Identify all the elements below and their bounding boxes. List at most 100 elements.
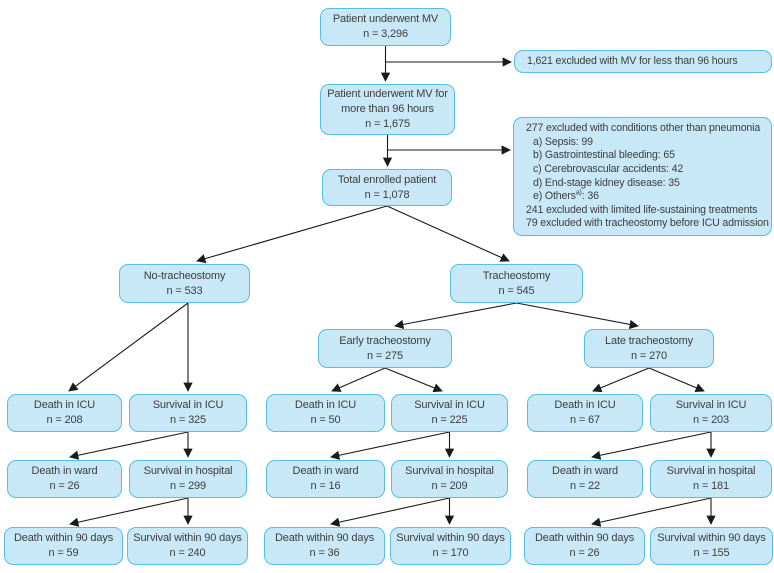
node-count: n = 299 — [170, 480, 206, 492]
node-mv-more-96h: Patient underwent MV for more than 96 ho… — [320, 84, 455, 135]
node-count: n = 225 — [431, 414, 468, 426]
footnote-marker: a) — [575, 189, 582, 197]
node-tracheostomy: Tracheostomy n = 545 — [450, 264, 583, 303]
node-no-trach-death-ward: Death in ward n = 26 — [7, 460, 122, 498]
flow-connector — [386, 205, 510, 262]
node-early-survival-icu: Survival in ICU n = 225 — [391, 394, 508, 432]
node-label: Death in ward — [31, 465, 98, 477]
node-late-death-90d: Death within 90 days n = 26 — [524, 527, 645, 565]
node-early-death-icu: Death in ICU n = 50 — [266, 394, 385, 432]
node-count: n = 1,078 — [364, 188, 410, 201]
node-excluded-mv-less-96h: 1,621 excluded with MV for less than 96 … — [514, 50, 772, 73]
node-no-trach-death-90d: Death within 90 days n = 59 — [4, 527, 123, 565]
node-count: n = 270 — [631, 349, 667, 362]
flow-connector — [394, 302, 517, 330]
node-count: n = 67 — [570, 414, 600, 426]
exclusion-footer: 79 excluded with tracheostomy before ICU… — [526, 217, 769, 230]
node-count: n = 181 — [693, 480, 729, 492]
node-count: n = 545 — [498, 284, 535, 297]
node-label: Survival within 90 days — [133, 532, 242, 544]
node-early-death-ward: Death in ward n = 16 — [266, 460, 385, 498]
node-late-survival-hospital: Survival in hospital n = 181 — [650, 460, 772, 498]
exclusion-footer: 241 excluded with limited life-sustainin… — [526, 203, 758, 216]
flow-connector — [331, 367, 386, 392]
node-late-survival-90d: Survival within 90 days n = 155 — [650, 527, 773, 565]
node-count: n = 533 — [166, 284, 203, 297]
node-early-survival-90d: Survival within 90 days n = 170 — [390, 527, 511, 565]
node-no-trach-survival-hospital: Survival in hospital n = 299 — [129, 460, 247, 498]
node-count: n = 208 — [46, 414, 83, 426]
node-label: Death in ICU — [554, 399, 616, 411]
exclusion-item: c) Cerebrovascular accidents: 42 — [533, 162, 684, 175]
node-no-trach-survival-icu: Survival in ICU n = 325 — [129, 394, 247, 432]
node-label: Survival within 90 days — [396, 532, 505, 544]
node-label: Death within 90 days — [13, 532, 114, 544]
node-count: n = 1,675 — [365, 118, 410, 130]
node-count: n = 3,296 — [363, 28, 408, 40]
exclusion-item: a) Sepsis: 99 — [533, 135, 593, 148]
node-label: Death in ward — [552, 465, 618, 477]
node-no-trach-survival-90d: Survival within 90 days n = 240 — [127, 527, 248, 565]
node-label: Late tracheostomy — [605, 334, 693, 347]
flow-connector — [68, 302, 189, 392]
node-patient-underwent-mv: Patient underwent MV n = 3,296 — [320, 8, 451, 46]
node-late-survival-icu: Survival in ICU n = 203 — [650, 394, 772, 432]
exclusion-item: d) End-stage kidney disease: 35 — [533, 176, 680, 189]
node-early-death-90d: Death within 90 days n = 36 — [264, 527, 385, 565]
node-label: Death within 90 days — [534, 532, 635, 544]
flow-connector — [384, 367, 443, 393]
node-count: n = 203 — [693, 414, 729, 426]
node-count: n = 26 — [49, 480, 80, 492]
flow-connector — [330, 431, 450, 460]
exclusion-header: 277 excluded with conditions other than … — [526, 122, 761, 135]
node-label: Death within 90 days — [274, 532, 375, 544]
node-early-tracheostomy: Early tracheostomy n = 275 — [318, 329, 452, 368]
node-count: n = 50 — [310, 414, 341, 426]
node-no-tracheostomy: No-tracheostomy n = 533 — [119, 264, 250, 303]
node-late-death-icu: Death in ICU n = 67 — [527, 394, 643, 432]
node-label: Patient underwent MV — [332, 13, 439, 25]
node-count: n = 16 — [310, 480, 341, 492]
flow-connector — [196, 205, 388, 264]
flow-connector — [591, 497, 712, 527]
exclusion-item: e) Othersa): 36 — [533, 189, 599, 203]
flow-connector — [648, 367, 705, 393]
node-late-death-ward: Death in ward n = 22 — [527, 460, 643, 498]
node-label: Early tracheostomy — [339, 334, 431, 347]
node-label: Survival in ICU — [675, 399, 747, 411]
node-count: n = 22 — [570, 480, 600, 492]
node-label: Survival in hospital — [666, 465, 756, 477]
node-label: more than 96 hours — [341, 103, 434, 115]
flow-connector — [330, 497, 450, 527]
node-total-enrolled: Total enrolled patient n = 1,078 — [322, 169, 452, 206]
node-label: Survival within 90 days — [657, 532, 766, 544]
node-label: No-tracheostomy — [143, 269, 226, 282]
node-early-survival-hospital: Survival in hospital n = 209 — [391, 460, 508, 498]
node-label: Survival in ICU — [414, 399, 485, 411]
node-label: Death in ward — [292, 465, 359, 477]
node-no-trach-death-icu: Death in ICU n = 208 — [7, 394, 122, 432]
node-count: n = 36 — [309, 547, 340, 559]
node-count: n = 26 — [569, 547, 600, 559]
node-label: Patient underwent MV for — [327, 88, 448, 100]
node-label: Death in ICU — [294, 399, 357, 411]
node-label: Tracheostomy — [482, 269, 551, 282]
node-count: n = 325 — [170, 414, 206, 426]
node-count: n = 59 — [48, 547, 79, 559]
node-excluded-conditions: 277 excluded with conditions other than … — [513, 117, 772, 236]
node-late-tracheostomy: Late tracheostomy n = 270 — [584, 329, 714, 368]
flow-connector — [69, 497, 189, 527]
node-count: n = 155 — [693, 547, 730, 559]
node-count: n = 170 — [432, 547, 469, 559]
node-label: Total enrolled patient — [337, 173, 437, 186]
flow-connector — [591, 431, 712, 460]
flow-connector — [516, 302, 639, 330]
flow-connector — [69, 431, 189, 460]
node-count: n = 209 — [431, 480, 468, 492]
exclusion-text: 1,621 excluded with MV for less than 96 … — [527, 54, 738, 67]
flow-connector — [592, 367, 650, 393]
node-label: Survival in hospital — [405, 465, 494, 477]
node-label: Survival in ICU — [152, 399, 224, 411]
